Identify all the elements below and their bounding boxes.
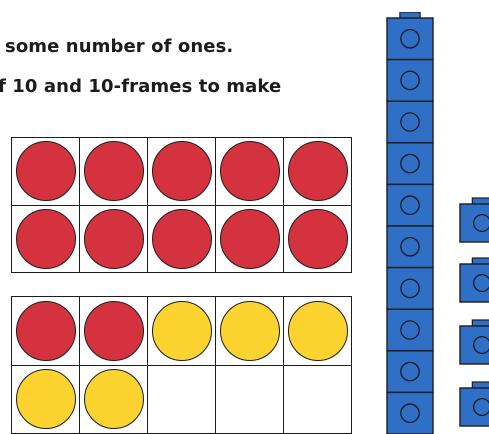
ten-frame-cell [80,366,148,434]
ten-frame-cell [216,297,284,366]
ten-frame-cell [216,366,284,434]
ten-frame-cell [216,138,284,206]
ten-frame-cell [80,138,148,206]
yellow-counter [16,369,76,429]
connecting-cube-icon [460,198,489,242]
ten-frame-cell [12,297,80,366]
ten-frame-cell [12,138,80,206]
ten-frame-cell [80,206,148,274]
ten-frame-cell [284,297,352,366]
ten-frame-cell [148,206,216,274]
yellow-counter [220,301,280,361]
red-counter [84,301,144,361]
connecting-cube-icon [387,101,433,143]
ten-frame-cell [12,206,80,274]
ten-frame-cell [148,297,216,366]
connecting-cube-icon [460,382,489,426]
ten-frame-cell [148,366,216,434]
instruction-line-1: some number of ones. [5,36,233,57]
ten-rod [384,12,436,434]
connecting-cube-icon [387,12,433,60]
connecting-cube-icon [387,392,433,434]
red-counter [220,141,280,201]
ten-frame-cell [284,206,352,274]
ten-frame-cell [80,297,148,366]
ten-frame-cell [12,366,80,434]
red-counter [16,301,76,361]
red-counter [16,141,76,201]
ten-frame-cell [148,138,216,206]
red-counter [84,209,144,269]
ten-frame-bottom [11,296,352,434]
ones-cubes [456,194,489,434]
ten-frame-cell [216,206,284,274]
connecting-cube-icon [460,320,489,364]
ten-frame-top [11,137,352,273]
connecting-cube-icon [387,184,433,226]
red-counter [152,141,212,201]
connecting-cube-icon [387,309,433,351]
connecting-cube-icon [387,226,433,268]
connecting-cube-icon [387,268,433,310]
yellow-counter [152,301,212,361]
red-counter [288,209,348,269]
instruction-line-2: f 10 and 10-frames to make [0,76,281,97]
yellow-counter [84,369,144,429]
ten-frame-cell [284,138,352,206]
ten-frame-cell [284,366,352,434]
connecting-cube-icon [387,351,433,393]
red-counter [84,141,144,201]
red-counter [220,209,280,269]
connecting-cube-icon [387,143,433,185]
connecting-cube-icon [387,60,433,102]
red-counter [288,141,348,201]
red-counter [16,209,76,269]
connecting-cube-icon [460,258,489,302]
yellow-counter [288,301,348,361]
red-counter [152,209,212,269]
